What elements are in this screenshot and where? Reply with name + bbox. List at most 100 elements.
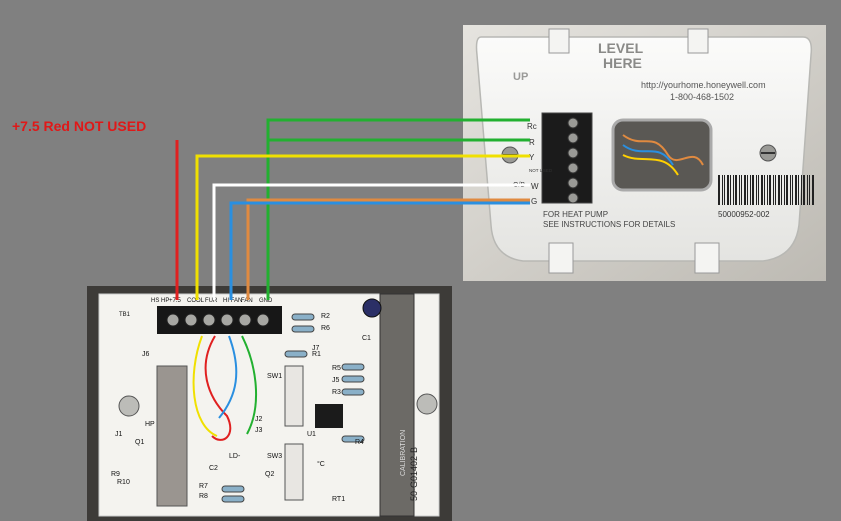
- terminal-screw: [184, 313, 198, 327]
- terminal-screw: [202, 313, 216, 327]
- barcode-bar: [741, 175, 742, 205]
- heat-pump-line1: FOR HEAT PUMP: [543, 210, 608, 219]
- component-label-j2: J2: [255, 416, 263, 423]
- board-terminal-label: HS HP: [151, 298, 169, 304]
- resistor: [284, 350, 308, 358]
- barcode-bar: [727, 175, 729, 205]
- component-label-j3: J3: [255, 427, 263, 434]
- barcode-bar: [756, 175, 757, 205]
- barcode-bar: [764, 175, 765, 205]
- resistor: [291, 313, 315, 321]
- thermostat-photo: LEVEL HERE UP http://yourhome.honeywell.…: [463, 25, 826, 281]
- barcode-bar: [722, 175, 723, 205]
- level-text-1: LEVEL: [598, 40, 644, 56]
- terminal-screw: [567, 192, 579, 204]
- barcode-bar: [786, 175, 788, 205]
- board-terminal-label: HI FAN: [223, 298, 242, 304]
- terminal-block: [541, 112, 593, 204]
- board-terminal-label: FAN: [241, 298, 253, 304]
- barcode-bar: [781, 175, 782, 205]
- component-label-r2: R2: [321, 313, 330, 320]
- component-label-u1: U1: [307, 431, 316, 438]
- barcode-bar: [769, 175, 771, 205]
- barcode-bar: [790, 175, 791, 205]
- mount-screw-right: [416, 393, 438, 415]
- wire-white: [212, 183, 530, 300]
- terminal-screw: [567, 132, 579, 144]
- barcode-number: 50000952-002: [718, 210, 770, 219]
- barcode-bar: [724, 175, 725, 205]
- barcode-bar: [733, 175, 734, 205]
- wall-cutout: [611, 118, 713, 192]
- board-terminal-label: COOL: [187, 298, 205, 304]
- board-terminal-label: +7.5: [169, 298, 182, 304]
- component-label-j5: J5: [332, 377, 340, 384]
- component-label-r1: R1: [312, 351, 321, 358]
- term-y: Y: [529, 153, 535, 162]
- terminal-screw: [567, 162, 579, 174]
- term-g: G: [531, 197, 537, 206]
- term-notused: NOT USED: [529, 168, 553, 173]
- component-label-q1: Q1: [135, 439, 144, 446]
- switch-sw1: [284, 365, 304, 427]
- component-label-ld: LD-: [229, 453, 241, 460]
- term-w: W: [531, 182, 539, 191]
- component-label-sw3: SW3: [267, 453, 282, 460]
- terminal-screw: [256, 313, 270, 327]
- barcode-bar: [718, 175, 720, 205]
- barcode-bar: [803, 175, 805, 205]
- slider-right: [379, 293, 415, 517]
- resistor: [221, 485, 245, 493]
- calibration-label: CALIBRATION: [400, 430, 407, 476]
- wire-orange: [246, 198, 530, 300]
- barcode-bar: [730, 175, 731, 205]
- component-label-c2: C2: [209, 465, 218, 472]
- component-label-q2: Q2: [265, 471, 274, 478]
- barcode-bar: [744, 175, 746, 205]
- board-terminal-label: FUR: [205, 298, 218, 304]
- barcode-bar: [773, 175, 774, 205]
- barcode-bar: [752, 175, 754, 205]
- resistor: [341, 435, 365, 443]
- component-label-r6: R6: [321, 325, 330, 332]
- resistor: [341, 388, 365, 396]
- component-label-j1: J1: [115, 431, 123, 438]
- resistor: [221, 495, 245, 503]
- component-label-deg: °C: [317, 460, 325, 468]
- resistor: [291, 325, 315, 333]
- component-label-c1: C1: [362, 335, 371, 342]
- barcode-bar: [807, 175, 808, 205]
- component-label-r3: R3: [332, 389, 341, 396]
- capacitor-c1: [362, 298, 382, 318]
- component-label-j6: J6: [142, 351, 150, 358]
- barcode-bar: [775, 175, 776, 205]
- terminal-screw: [567, 147, 579, 159]
- barcode-bar: [739, 175, 740, 205]
- switch-sw3: [284, 443, 304, 501]
- barcode-bar: [735, 175, 737, 205]
- barcode-bar: [747, 175, 748, 205]
- up-label: UP: [513, 71, 528, 83]
- wire-blue: [229, 201, 530, 300]
- terminal-screw: [238, 313, 252, 327]
- resistor: [341, 375, 365, 383]
- barcode-bar: [750, 175, 751, 205]
- terminal-screw: [567, 117, 579, 129]
- component-label-r10: R10: [117, 479, 130, 486]
- barcode-bar: [798, 175, 799, 205]
- board-terminal-label: GND: [259, 298, 273, 304]
- barcode-bar: [758, 175, 759, 205]
- barcode-bar: [795, 175, 797, 205]
- chip-u1: [315, 404, 343, 428]
- barcode-bar: [801, 175, 802, 205]
- terminal-screw: [220, 313, 234, 327]
- barcode-bar: [778, 175, 780, 205]
- wire-yellow: [195, 154, 530, 300]
- component-label-r8: R8: [199, 493, 208, 500]
- barcode-bar: [809, 175, 810, 205]
- tb1-label: TB1: [119, 312, 131, 318]
- red-not-used-note: +7.5 Red NOT USED: [12, 118, 147, 134]
- component-label-r5: R5: [332, 365, 341, 372]
